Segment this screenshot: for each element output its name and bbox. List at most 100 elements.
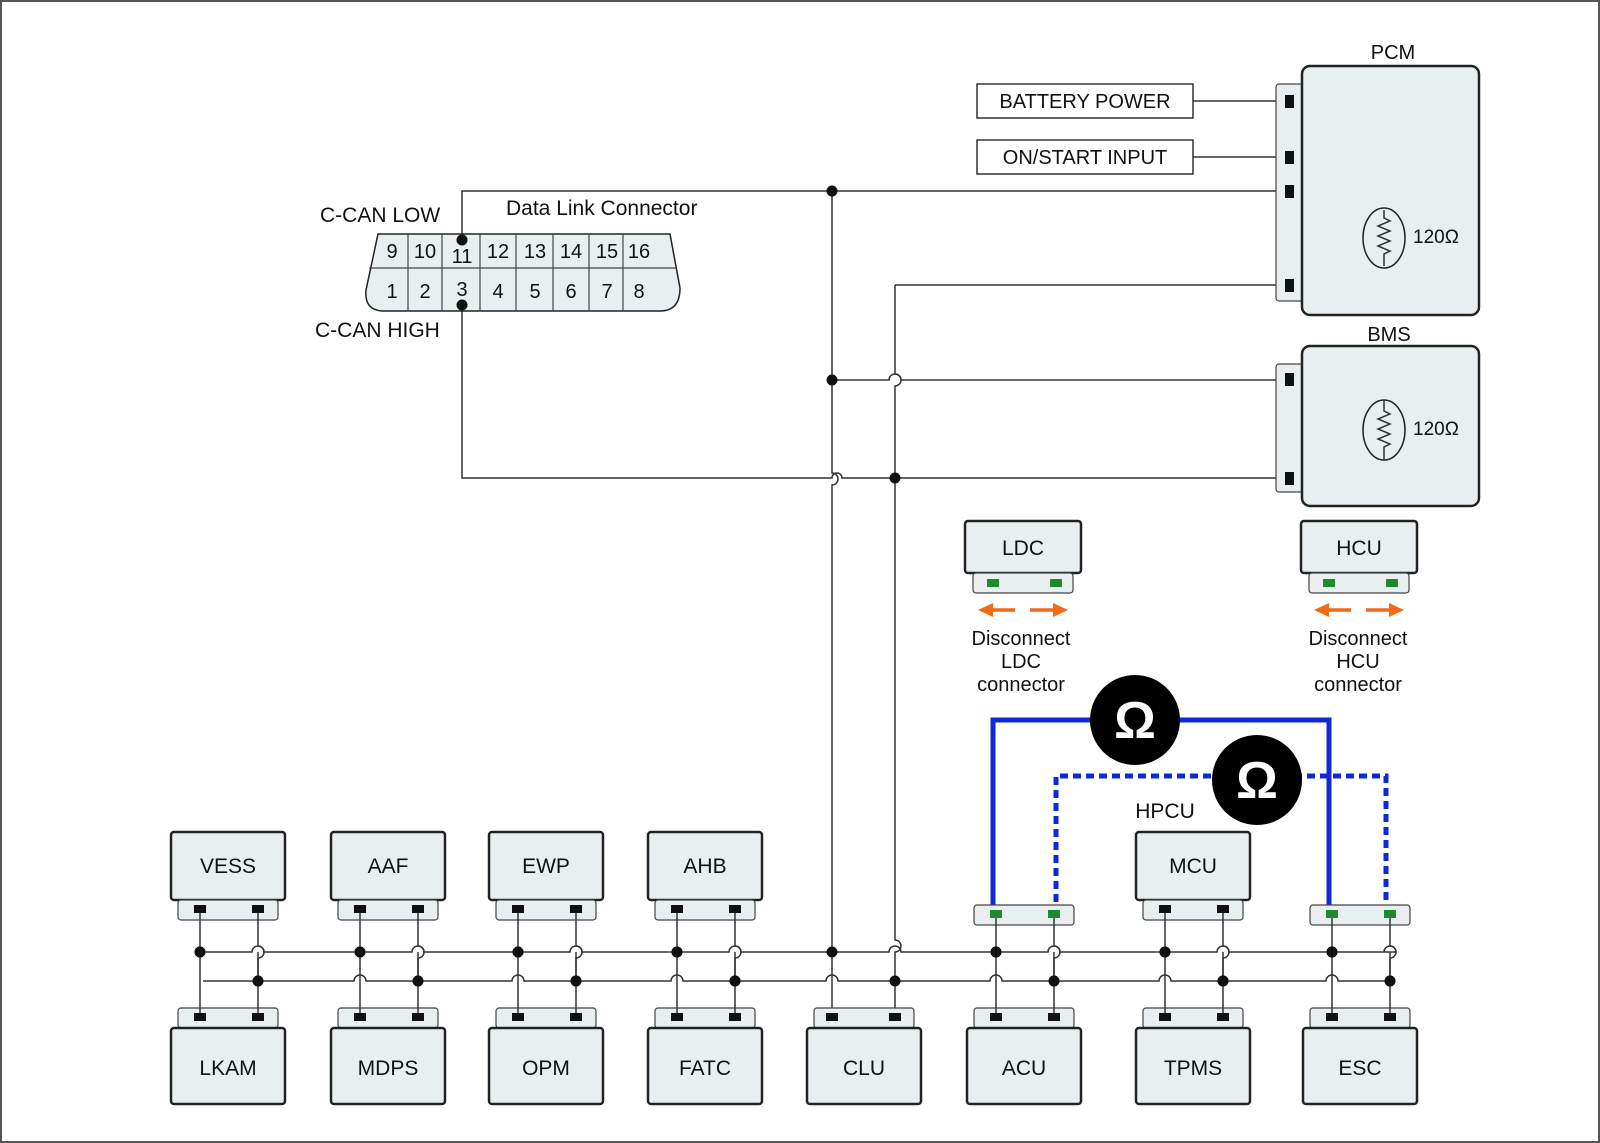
battery-power-label: BATTERY POWER bbox=[999, 91, 1170, 113]
module-fatc: FATC bbox=[646, 946, 764, 1106]
junction-dot bbox=[412, 975, 424, 987]
junction-dot bbox=[1217, 975, 1229, 987]
svg-text:Ω: Ω bbox=[1114, 692, 1156, 750]
junction-dot bbox=[671, 946, 683, 958]
dlc-pin-11-marker bbox=[456, 234, 468, 246]
module-opm: OPM bbox=[487, 946, 605, 1106]
modules: VESS AAF EWP AHB MCU LKAM MDPS OPM FATC CLU ACU TPM… bbox=[169, 830, 1419, 1106]
bms-module: 120Ω BMS bbox=[1275, 324, 1481, 508]
junction-dot bbox=[252, 975, 264, 987]
junction-dot bbox=[889, 472, 901, 484]
pcm-module: 120Ω PCM bbox=[1275, 42, 1481, 317]
ldc-label: LDC bbox=[1002, 537, 1044, 560]
module-label: ESC bbox=[1338, 1057, 1381, 1080]
junction-dot bbox=[1159, 946, 1171, 958]
ohmmeter-icon: Ω bbox=[1090, 675, 1180, 765]
on-start-input-label: ON/START INPUT bbox=[1003, 147, 1167, 169]
junction-dot bbox=[826, 374, 838, 386]
dlc-pin-4: 4 bbox=[492, 281, 503, 303]
ldc-disconnect-text-1: Disconnect bbox=[972, 628, 1071, 650]
dlc-pin-3-marker bbox=[456, 299, 468, 311]
dlc-pin-6: 6 bbox=[565, 281, 576, 303]
module-label: OPM bbox=[522, 1057, 570, 1080]
junction-dot bbox=[826, 185, 838, 197]
junction-dot bbox=[826, 946, 838, 958]
junction-dot bbox=[1048, 975, 1060, 987]
dlc-pin-15: 15 bbox=[596, 241, 618, 263]
hpcu-label: HPCU bbox=[1135, 800, 1195, 823]
module-label: MDPS bbox=[358, 1057, 419, 1080]
hcu-label: HCU bbox=[1336, 537, 1382, 560]
junction-dot bbox=[990, 946, 1002, 958]
module-esc: ESC bbox=[1301, 946, 1419, 1106]
junction-dot bbox=[1384, 975, 1396, 987]
pcm-label: PCM bbox=[1371, 42, 1415, 64]
dlc-pin-12: 12 bbox=[487, 241, 509, 263]
resistor-icon bbox=[1362, 207, 1406, 269]
dlc-pin-13: 13 bbox=[524, 241, 546, 263]
dlc-pin-10: 10 bbox=[414, 241, 436, 263]
hcu-disconnect-text-1: Disconnect bbox=[1309, 628, 1408, 650]
hcu-disconnect: HCU Disconnect HCU connector bbox=[1299, 519, 1419, 696]
arrow-left-icon bbox=[978, 603, 993, 617]
junction-dot bbox=[354, 946, 366, 958]
dlc-pin-9: 9 bbox=[386, 241, 397, 263]
junction-dot bbox=[889, 975, 901, 987]
module-tpms: TPMS bbox=[1134, 946, 1252, 1106]
junction-dot bbox=[512, 946, 524, 958]
hcu-disconnect-text-3: connector bbox=[1314, 674, 1402, 696]
dlc-pin-11: 11 bbox=[452, 246, 473, 268]
module-mcu: MCU bbox=[1134, 830, 1252, 987]
dlc-pin-14: 14 bbox=[560, 241, 582, 263]
dlc-title: Data Link Connector bbox=[506, 197, 697, 220]
module-label: AAF bbox=[368, 855, 409, 878]
can-bus-line bbox=[203, 974, 1390, 982]
module-label: FATC bbox=[679, 1057, 731, 1080]
ohmmeter-leads: Ω Ω bbox=[990, 675, 1389, 915]
bms-resistor-value: 120Ω bbox=[1413, 419, 1459, 440]
module-mdps: MDPS bbox=[329, 946, 447, 1106]
dlc-pin-16: 16 bbox=[628, 241, 650, 263]
junction-dot bbox=[1326, 946, 1338, 958]
svg-text:Ω: Ω bbox=[1236, 752, 1278, 810]
dlc-pin-8: 8 bbox=[633, 281, 644, 303]
module-label: LKAM bbox=[199, 1057, 256, 1080]
ldc-disconnect: LDC Disconnect LDC connector bbox=[963, 519, 1083, 696]
module-label: AHB bbox=[683, 855, 726, 878]
module-label: EWP bbox=[522, 855, 570, 878]
pcm-resistor-value: 120Ω bbox=[1413, 227, 1459, 248]
module-ahb: AHB bbox=[646, 830, 764, 987]
dlc-pin-1: 1 bbox=[386, 281, 397, 303]
arrow-left-icon bbox=[1314, 603, 1329, 617]
module-label: ACU bbox=[1002, 1057, 1046, 1080]
module-label: CLU bbox=[843, 1057, 885, 1080]
module-label: TPMS bbox=[1164, 1057, 1222, 1080]
ldc-disconnect-text-2: LDC bbox=[1001, 651, 1041, 673]
dlc-pin-5: 5 bbox=[529, 281, 540, 303]
module-acu: ACU bbox=[965, 946, 1083, 1106]
module-ewp: EWP bbox=[487, 830, 605, 987]
arrow-right-icon bbox=[1389, 603, 1404, 617]
dlc-pin-2: 2 bbox=[419, 281, 430, 303]
ohmmeter-icon: Ω bbox=[1212, 735, 1302, 825]
dlc-pin-3: 3 bbox=[456, 279, 467, 301]
c-can-high-label: C-CAN HIGH bbox=[315, 319, 440, 342]
arrow-right-icon bbox=[1053, 603, 1068, 617]
module-label: VESS bbox=[200, 855, 256, 878]
bms-label: BMS bbox=[1367, 324, 1410, 346]
junction-dot bbox=[570, 975, 582, 987]
junction-dot bbox=[194, 946, 206, 958]
c-can-low-label: C-CAN LOW bbox=[320, 204, 440, 227]
input-labels: BATTERY POWER ON/START INPUT bbox=[976, 83, 1194, 175]
module-clu: CLU bbox=[805, 1007, 923, 1106]
junctions bbox=[826, 185, 901, 987]
hcu-disconnect-text-2: HCU bbox=[1336, 651, 1379, 673]
ldc-disconnect-text-3: connector bbox=[977, 674, 1065, 696]
module-aaf: AAF bbox=[329, 830, 447, 987]
module-label: MCU bbox=[1169, 855, 1217, 878]
dlc-pin-7: 7 bbox=[601, 281, 612, 303]
module-lkam: LKAM bbox=[169, 946, 287, 1106]
junction-dot bbox=[729, 975, 741, 987]
